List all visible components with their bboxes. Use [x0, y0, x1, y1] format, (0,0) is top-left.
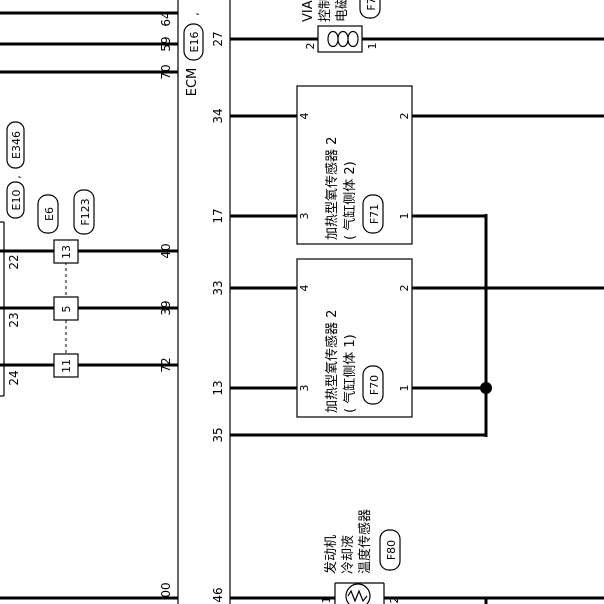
sensor1-pin-3: 3 — [298, 385, 311, 392]
sensor1-sub: ( 气缸侧体 1) — [342, 334, 358, 413]
pin-label-34: 34 — [211, 108, 225, 123]
connector-E6: E6 — [37, 194, 59, 234]
harness-pin-24: 24 — [7, 370, 21, 385]
sensor1-pin-2: 2 — [398, 285, 411, 292]
via-pin-1: 1 — [366, 43, 379, 50]
pin-label-46: 46 — [211, 587, 225, 602]
coolant-temp-sensor: 发动机 冷却液 温度传感器 F80 1 2 — [320, 509, 401, 604]
connector-F7-label: F7 — [365, 0, 378, 11]
svg-text:E10: E10 — [10, 190, 23, 211]
pin-label-64: 64 — [159, 11, 173, 26]
o2-sensor-bank2: 4 3 2 1 加热型氧传感器 2 ( 气缸侧体 2) F71 — [296, 85, 413, 245]
connector-F80-label: F80 — [385, 540, 398, 560]
svg-text:F123: F123 — [79, 198, 92, 225]
coolant-line-3: 温度传感器 — [357, 509, 373, 574]
svg-text:5: 5 — [60, 306, 73, 313]
connector-F70-label: F70 — [368, 375, 381, 395]
sensor2-pin-3: 3 — [298, 213, 311, 220]
connector-F71 — [362, 194, 384, 234]
pin-label-17: 17 — [211, 208, 225, 223]
connector-F80 — [379, 529, 401, 571]
pin-label-27: 27 — [211, 31, 225, 46]
pin-label-72: 72 — [159, 357, 173, 372]
via-pin-2: 2 — [304, 43, 317, 50]
o2-sensor-bank1: 4 3 2 1 加热型氧传感器 2 ( 气缸侧体 1) F70 — [296, 258, 413, 418]
via-line-3: 电磁 — [335, 0, 350, 22]
sensor1-pin-1: 1 — [398, 385, 411, 392]
pin-label-59: 59 — [159, 36, 173, 51]
connector-F71-label: F71 — [368, 204, 381, 224]
via-solenoid: 2 1 VIA 控制 电磁 F7 — [301, 0, 381, 53]
solenoid-coil-icon — [327, 30, 359, 40]
sensor2-sub: ( 气缸侧体 2) — [342, 161, 358, 240]
joint-box-13: 13 — [53, 239, 79, 264]
splice-point — [480, 382, 492, 394]
sensor2-name: 加热型氧传感器 2 — [324, 137, 340, 240]
coolant-line-2: 冷却液 — [341, 535, 356, 574]
connector-F70 — [362, 365, 384, 405]
connector-F7 — [359, 0, 381, 19]
sensor2-pin-2: 2 — [398, 113, 411, 120]
pin-label-100: 00 — [159, 582, 173, 597]
svg-text:11: 11 — [60, 359, 73, 373]
connector-E10: E10 — [6, 181, 25, 219]
left-wires — [0, 11, 178, 600]
connector-separator: , — [10, 175, 23, 179]
coolant-pin-2: 2 — [388, 597, 401, 604]
svg-text:E16: E16 — [188, 32, 201, 53]
harness-pin-23: 23 — [7, 312, 21, 327]
svg-text:E6: E6 — [43, 207, 56, 221]
sensor1-pin-4: 4 — [298, 285, 311, 292]
via-line-1: VIA — [301, 0, 316, 22]
ecm-label: ECM — [185, 68, 200, 97]
thermistor-zigzag — [347, 589, 368, 603]
pin-label-13: 13 — [211, 380, 225, 395]
solenoid-body — [317, 25, 363, 53]
connector-F123: F123 — [73, 189, 95, 235]
right-wires — [230, 37, 604, 604]
coolant-line-1: 发动机 — [323, 535, 339, 574]
pin-label-39: 39 — [159, 300, 173, 315]
pin-label-70: 70 — [159, 64, 173, 79]
pin-label-35: 35 — [211, 427, 225, 442]
sensor2-pin-4: 4 — [298, 113, 311, 120]
pin-label-33: 33 — [211, 280, 225, 295]
pin-label-40: 40 — [159, 243, 173, 258]
connector-comma: , — [188, 12, 201, 16]
svg-text:E346: E346 — [10, 131, 23, 159]
svg-text:13: 13 — [60, 245, 73, 259]
joint-box-5: 5 — [53, 296, 79, 321]
sensor1-name: 加热型氧传感器 2 — [324, 310, 340, 413]
harness-pin-22: 22 — [7, 254, 21, 269]
connector-E346: E346 — [6, 121, 25, 169]
sensor2-pin-1: 1 — [398, 213, 411, 220]
harness-connector-left — [0, 221, 5, 397]
via-line-2: 控制 — [318, 0, 333, 22]
connector-E16: E16 — [183, 23, 204, 61]
joint-box-11: 11 — [53, 353, 79, 378]
coolant-pin-1: 1 — [320, 597, 333, 604]
